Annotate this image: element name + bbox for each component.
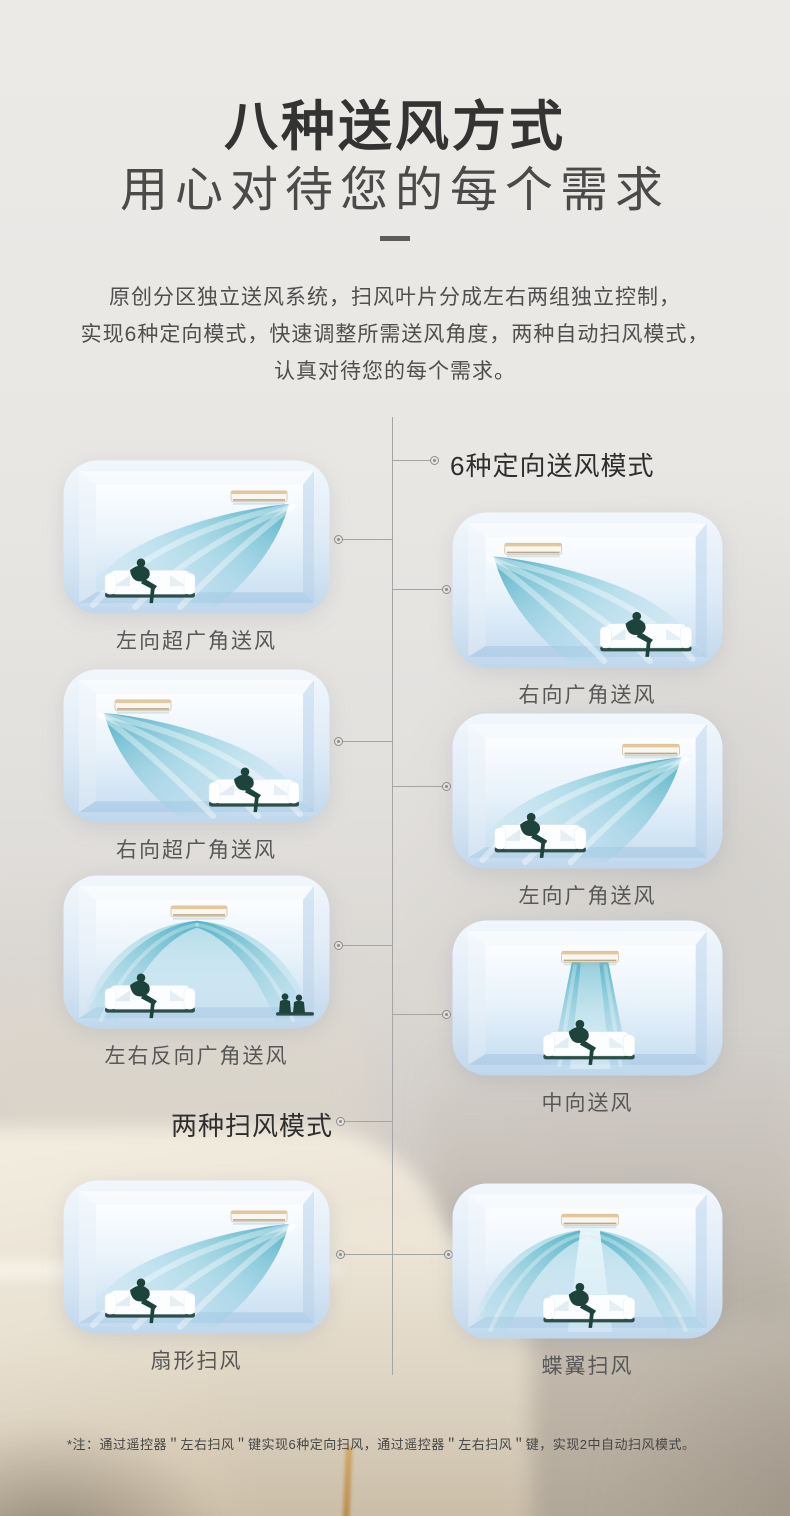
timeline-node-icon (334, 941, 343, 950)
mode-label: 左向广角送风 (518, 885, 657, 908)
intro-line: 认真对待您的每个需求。 (274, 360, 516, 383)
timeline-node-icon (430, 456, 439, 465)
airflow-room-illustration (452, 713, 723, 869)
mode-card: 左向超广角送风 (63, 460, 330, 655)
mode-label: 右向超广角送风 (116, 839, 277, 862)
connector-line (339, 1121, 392, 1122)
timeline-node-icon (334, 737, 343, 746)
timeline-node-icon (334, 535, 343, 544)
connector-line (340, 1254, 448, 1255)
timeline-node-icon (442, 782, 451, 791)
timeline-node-icon (444, 1250, 453, 1259)
timeline-node-icon (336, 1117, 345, 1126)
mode-label: 扇形扫风 (150, 1350, 243, 1373)
mode-label: 右向广角送风 (518, 684, 657, 707)
airflow-room-illustration (452, 512, 723, 668)
mode-label: 中向送风 (541, 1092, 634, 1115)
divider-dash (380, 236, 410, 241)
connector-line (392, 589, 450, 590)
timeline-line (392, 417, 393, 1375)
mode-label: 左向超广角送风 (116, 630, 277, 653)
connector-line (336, 945, 392, 946)
mode-card: 右向超广角送风 (63, 669, 330, 864)
mode-card: 扇形扫风 (63, 1180, 330, 1375)
airflow-room-illustration (63, 460, 330, 614)
mode-card: 左右反向广角送风 (63, 875, 330, 1070)
airflow-room-illustration (63, 669, 330, 823)
mode-card: 左向广角送风 (452, 713, 723, 910)
connector-line (392, 786, 450, 787)
airflow-room-illustration (63, 875, 330, 1029)
page-title: 八种送风方式 (224, 97, 566, 157)
intro-line: 实现6种定向模式，快速调整所需送风角度，两种自动扫风模式， (80, 323, 710, 346)
footnote: *注：通过遥控器＂左右扫风＂键实现6种定向扫风，通过遥控器＂左右扫风＂键，实现2… (67, 1437, 696, 1452)
airflow-room-illustration (452, 920, 723, 1076)
timeline-node-icon (336, 1250, 345, 1259)
mode-card: 右向广角送风 (452, 512, 723, 709)
mode-label: 蝶翼扫风 (541, 1355, 634, 1378)
intro-paragraph: 原创分区独立送风系统，扫风叶片分成左右两组独立控制， 实现6种定向模式，快速调整… (0, 279, 790, 390)
timeline-node-icon (442, 585, 451, 594)
airflow-room-illustration (63, 1180, 330, 1334)
section-label-directional-modes: 6种定向送风模式 (450, 451, 655, 481)
connector-line (336, 539, 392, 540)
page-subtitle: 用心对待您的每个需求 (119, 164, 670, 217)
airflow-room-illustration (452, 1183, 723, 1339)
mode-card: 蝶翼扫风 (452, 1183, 723, 1380)
section-label-sweep-modes: 两种扫风模式 (170, 1111, 333, 1141)
connector-line (392, 1014, 450, 1015)
intro-line: 原创分区独立送风系统，扫风叶片分成左右两组独立控制， (109, 286, 681, 309)
mode-label: 左右反向广角送风 (104, 1045, 289, 1068)
connector-line (393, 460, 430, 461)
mode-card: 中向送风 (452, 920, 723, 1117)
connector-line (336, 741, 392, 742)
timeline-node-icon (442, 1010, 451, 1019)
background-shadow-left (0, 1420, 230, 1516)
